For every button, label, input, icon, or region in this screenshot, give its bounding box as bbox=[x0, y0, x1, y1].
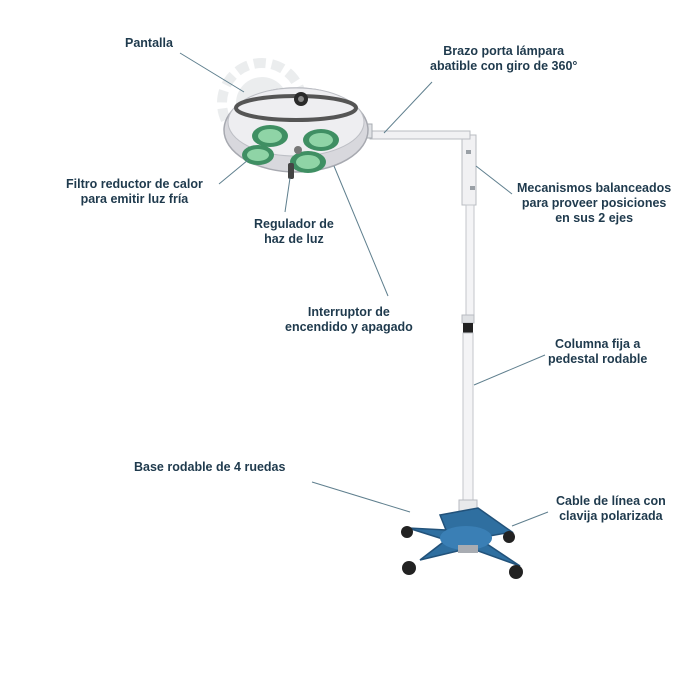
leader-regulador bbox=[285, 178, 290, 212]
lens-1 bbox=[252, 125, 288, 147]
label-line: Cable de línea con bbox=[556, 494, 666, 509]
label-filtro: Filtro reductor de calor para emitir luz… bbox=[66, 177, 203, 207]
leader-mecanismos bbox=[476, 166, 512, 194]
label-interruptor: Interruptor de encendido y apagado bbox=[285, 305, 413, 335]
label-line: Filtro reductor de calor bbox=[66, 177, 203, 192]
leader-filtro bbox=[219, 160, 248, 184]
label-line: Pantalla bbox=[125, 36, 173, 51]
label-brazo: Brazo porta lámpara abatible con giro de… bbox=[430, 44, 577, 74]
label-line: abatible con giro de 360° bbox=[430, 59, 577, 74]
lens-3 bbox=[242, 145, 274, 165]
label-line: para proveer posiciones bbox=[517, 196, 671, 211]
lens-4 bbox=[290, 151, 326, 173]
leader-brazo bbox=[384, 82, 432, 133]
label-pantalla: Pantalla bbox=[125, 36, 173, 51]
label-line: para emitir luz fría bbox=[66, 192, 203, 207]
leader-base bbox=[312, 482, 410, 512]
leader-pantalla bbox=[180, 53, 244, 92]
label-line: Mecanismos balanceados bbox=[517, 181, 671, 196]
wheel-4 bbox=[509, 565, 523, 579]
wheel-3 bbox=[402, 561, 416, 575]
leader-interruptor bbox=[334, 166, 388, 296]
wheeled-base bbox=[401, 500, 523, 579]
label-mecanismos: Mecanismos balanceados para proveer posi… bbox=[517, 181, 671, 226]
label-line: clavija polarizada bbox=[556, 509, 666, 524]
wheel-1 bbox=[401, 526, 413, 538]
lamp-arm bbox=[362, 124, 470, 139]
label-line: pedestal rodable bbox=[548, 352, 647, 367]
label-cable: Cable de línea con clavija polarizada bbox=[556, 494, 666, 524]
lens-2 bbox=[303, 129, 339, 151]
label-line: Base rodable de 4 ruedas bbox=[134, 460, 285, 475]
wheel-2 bbox=[503, 531, 515, 543]
label-line: en sus 2 ejes bbox=[517, 211, 671, 226]
leader-cable bbox=[512, 512, 548, 526]
column bbox=[462, 135, 476, 508]
label-line: Regulador de bbox=[254, 217, 334, 232]
label-line: Columna fija a bbox=[548, 337, 647, 352]
label-line: haz de luz bbox=[254, 232, 334, 247]
label-line: Brazo porta lámpara bbox=[430, 44, 577, 59]
label-line: encendido y apagado bbox=[285, 320, 413, 335]
lamp-head bbox=[224, 88, 368, 179]
label-base: Base rodable de 4 ruedas bbox=[134, 460, 285, 475]
label-regulador: Regulador de haz de luz bbox=[254, 217, 334, 247]
label-line: Interruptor de bbox=[285, 305, 413, 320]
leader-columna bbox=[474, 355, 545, 385]
label-columna: Columna fija a pedestal rodable bbox=[548, 337, 647, 367]
